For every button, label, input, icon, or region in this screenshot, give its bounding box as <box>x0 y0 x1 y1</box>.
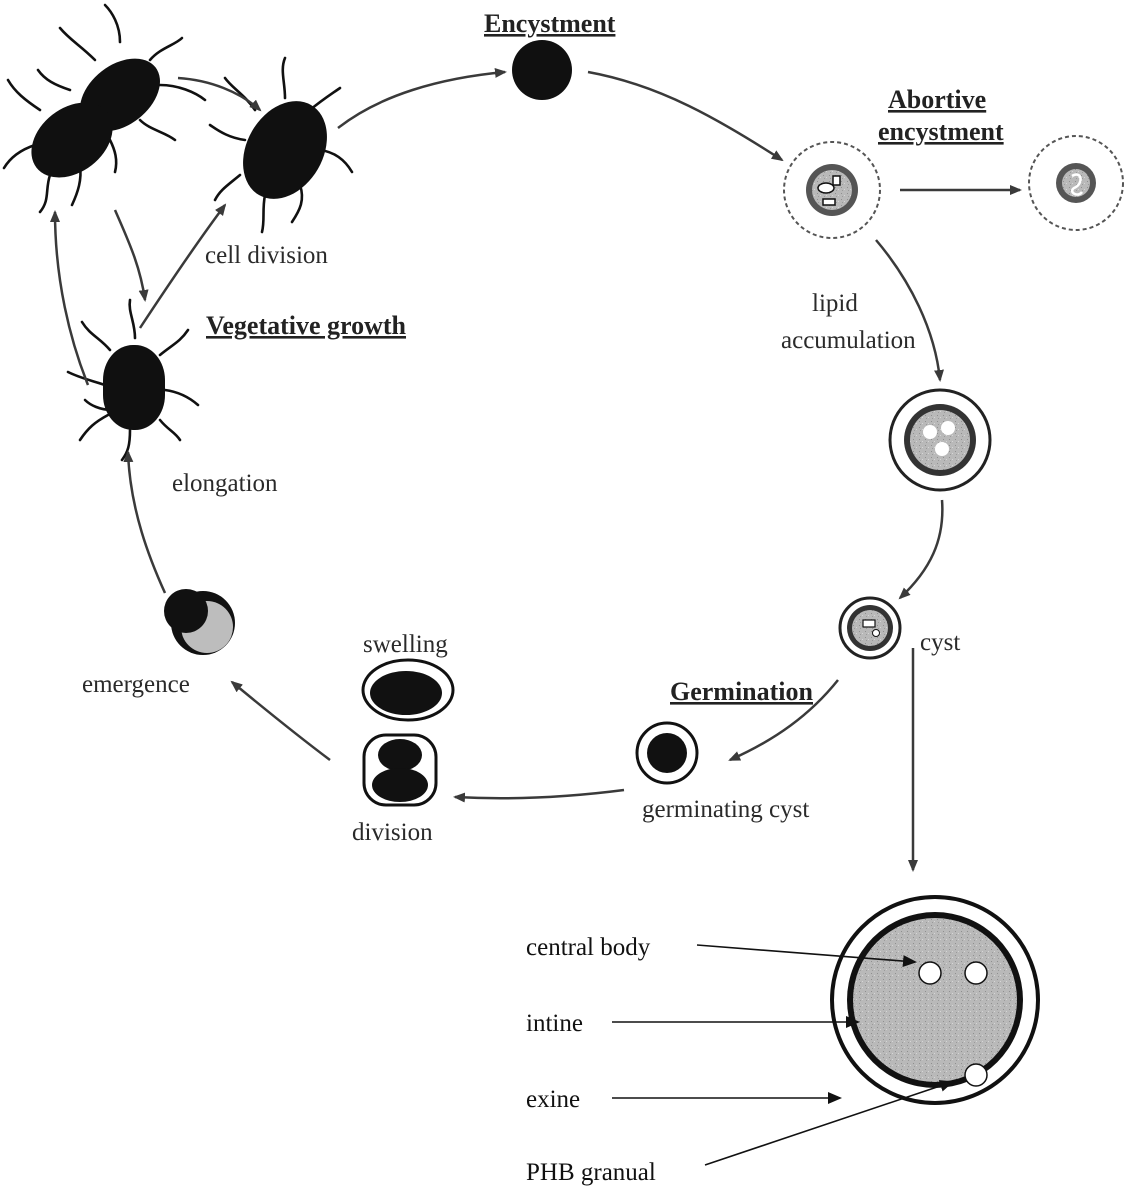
cell-division-cell-icon <box>210 58 352 232</box>
stage-abortive-line1: Abortive <box>888 85 986 114</box>
label-central-body: central body <box>526 934 651 961</box>
label-lipid-line2: accumulation <box>781 327 916 354</box>
label-intine: intine <box>526 1010 583 1037</box>
elongation-cell-icon <box>68 300 198 460</box>
swelling-cell-icon <box>363 660 453 720</box>
label-germinating-cyst: germinating cyst <box>642 796 809 823</box>
label-phb-granual: PHB granual <box>526 1159 656 1186</box>
division-cell-icon <box>364 735 436 805</box>
emergence-cell-icon <box>164 589 235 655</box>
stage-abortive-line2: encystment <box>878 117 1004 146</box>
label-cell-division: cell division <box>205 242 328 269</box>
dividing-rod-cell-icon <box>4 5 205 212</box>
label-division: division <box>352 819 433 846</box>
label-lipid-line1: lipid <box>812 290 858 317</box>
germinating-cyst-icon <box>637 723 697 783</box>
label-swelling: swelling <box>363 631 448 658</box>
stage-vegetative-growth: Vegetative growth <box>206 311 407 340</box>
label-emergence: emergence <box>82 671 190 698</box>
label-elongation: elongation <box>172 470 278 497</box>
abortive-cyst-final-icon <box>1029 136 1123 230</box>
label-exine: exine <box>526 1086 580 1113</box>
lipid-cyst-icon <box>890 390 990 490</box>
stage-germination: Germination <box>670 677 814 706</box>
abortive-cyst-icon <box>784 142 880 238</box>
cyst-structure-diagram <box>832 897 1038 1103</box>
stage-encystment: Encystment <box>484 9 616 38</box>
label-cyst: cyst <box>920 629 960 656</box>
encystment-cell-icon <box>512 40 572 100</box>
cyst-icon <box>840 598 900 658</box>
